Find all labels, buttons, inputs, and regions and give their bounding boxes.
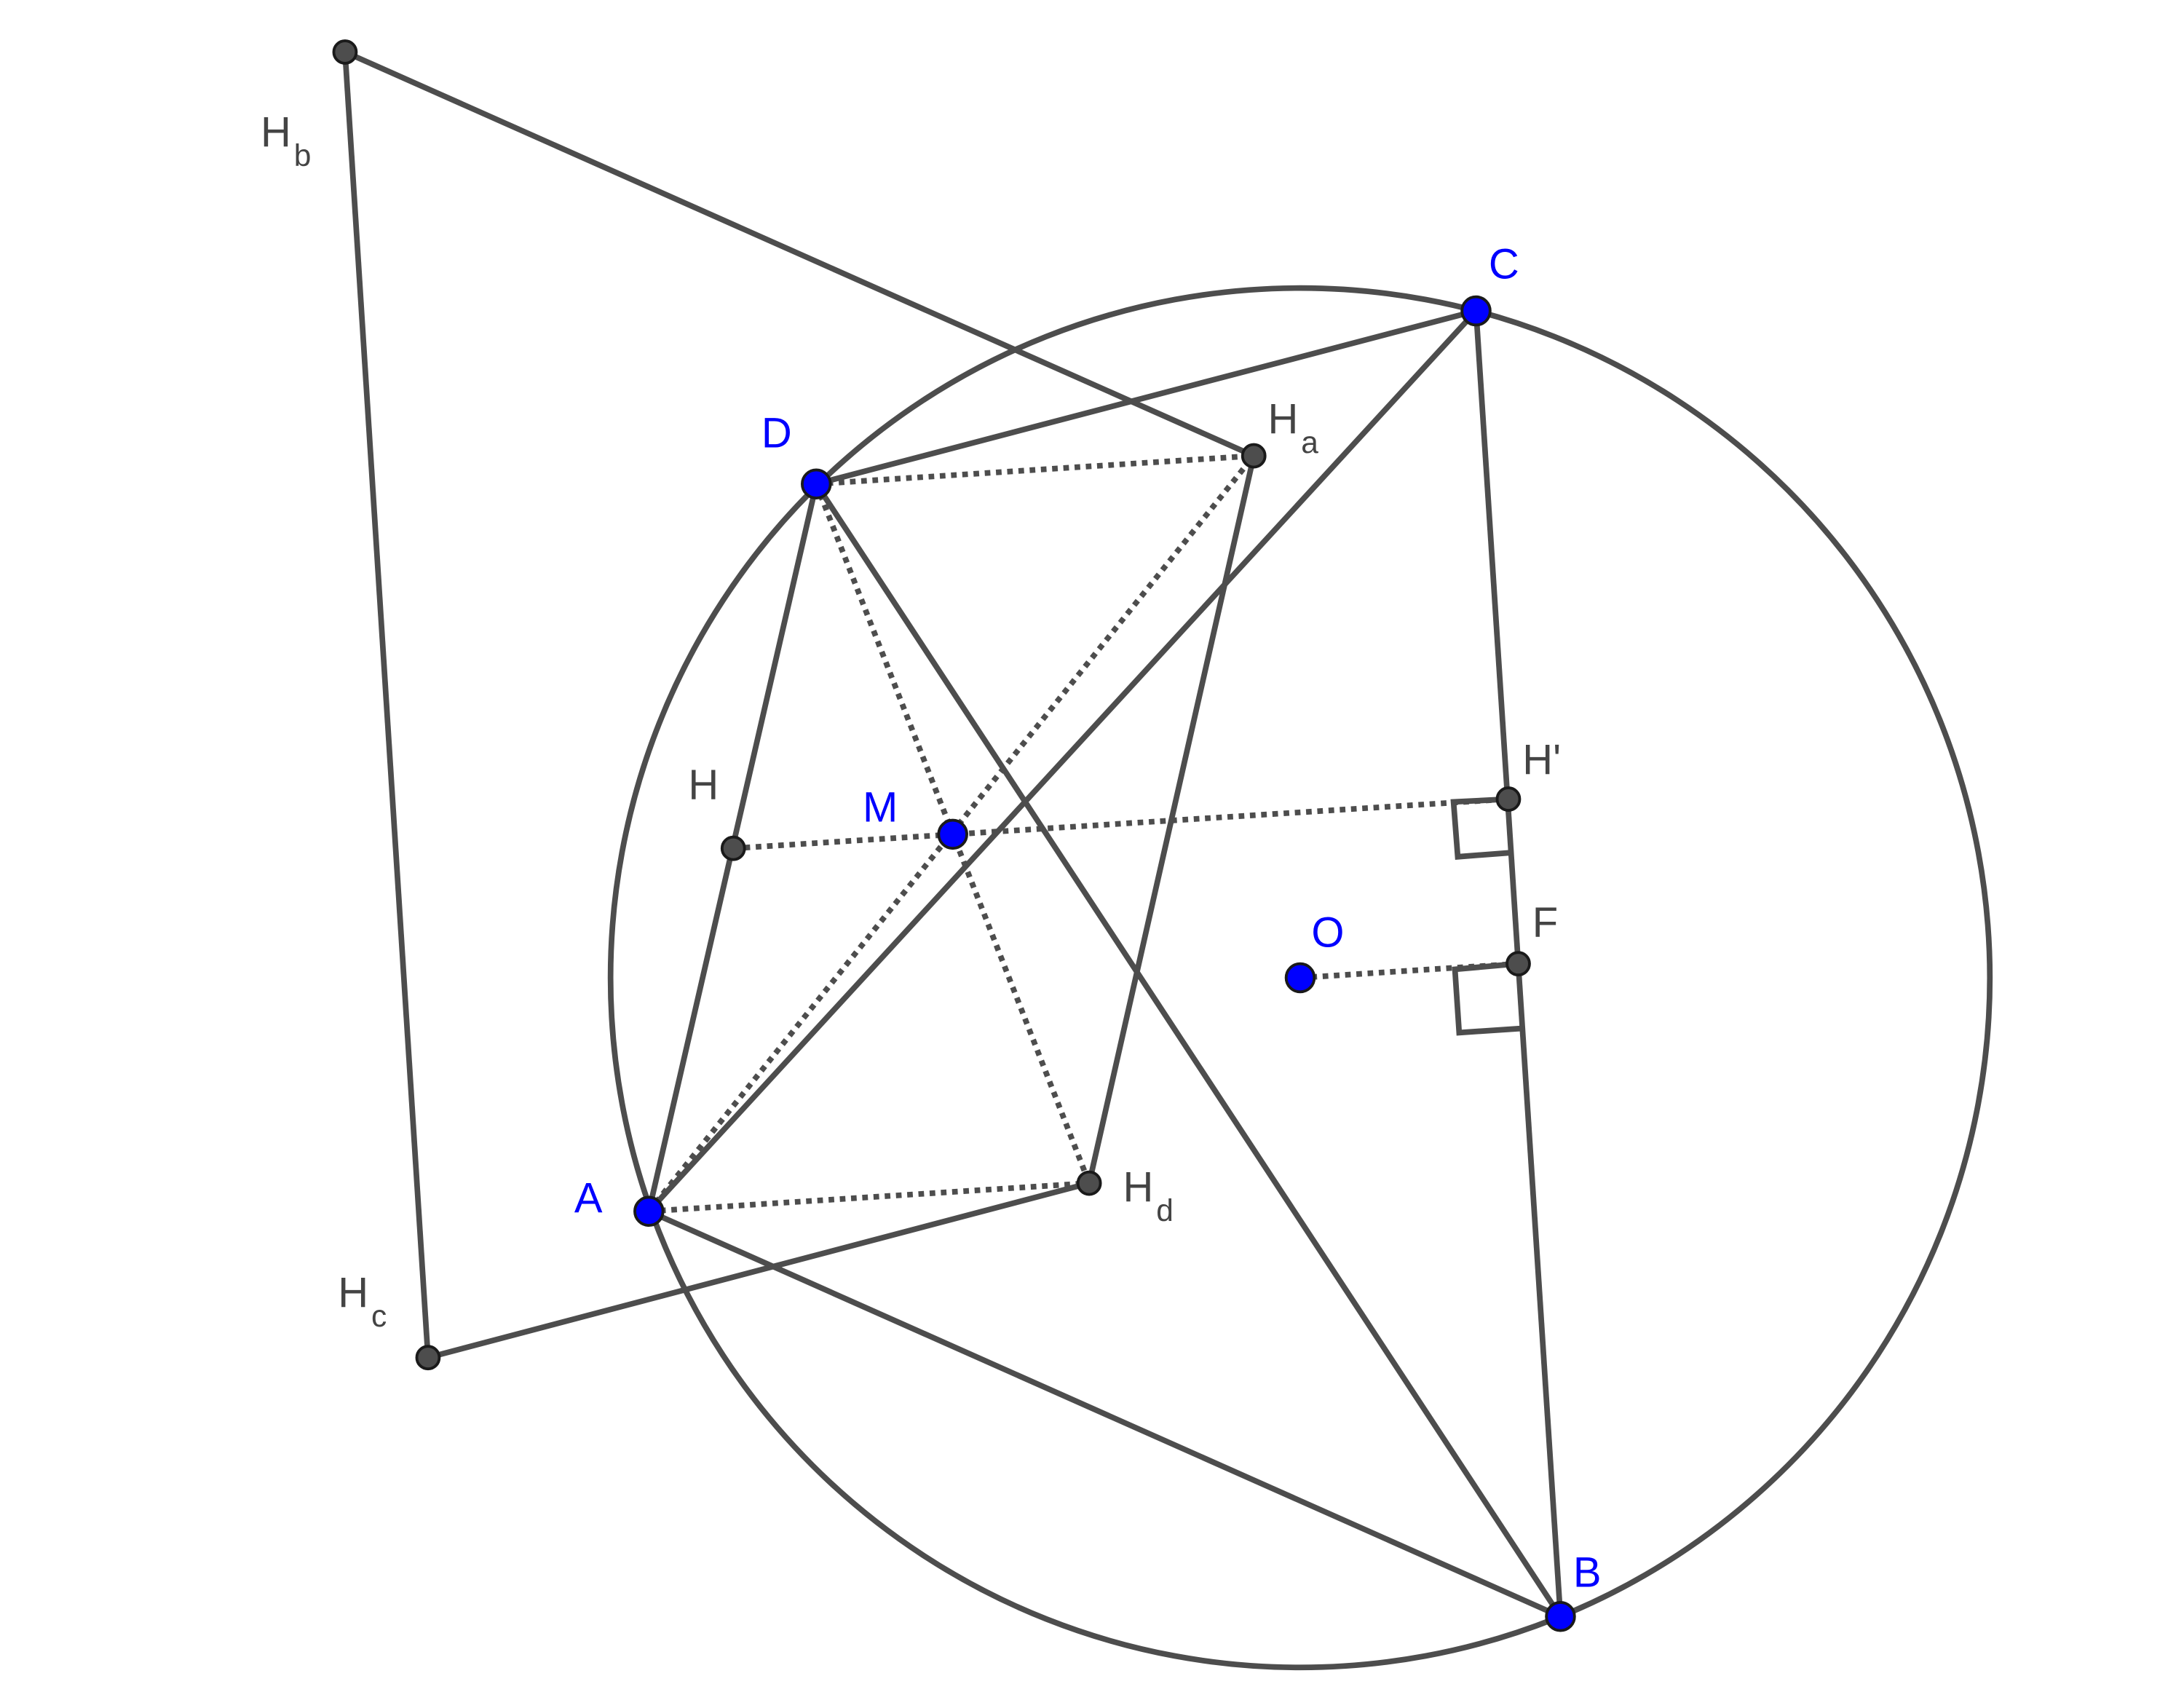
point-label-b: B	[1573, 1550, 1602, 1597]
label-main: H	[1268, 396, 1299, 443]
point-hp[interactable]	[1495, 786, 1522, 812]
point-label-o: O	[1311, 909, 1344, 956]
label-subscript: a	[1301, 426, 1318, 460]
segment-d-b	[814, 482, 1563, 1618]
point-label-ha: Ha	[1268, 396, 1319, 460]
label-subscript: b	[294, 139, 312, 173]
point-label-hc: Hc	[338, 1270, 387, 1334]
right-angle-marker-f	[1452, 960, 1523, 1036]
label-main: H	[261, 109, 291, 156]
segment-hc-hd	[427, 1180, 1091, 1361]
segment-a-b	[647, 1209, 1562, 1619]
circumcircle	[607, 285, 1993, 1671]
point-label-a: A	[574, 1176, 603, 1222]
label-main: H	[1123, 1164, 1154, 1211]
point-c[interactable]	[1460, 295, 1492, 327]
point-f[interactable]	[1506, 951, 1531, 977]
point-d[interactable]	[801, 468, 832, 499]
point-label-h: H	[688, 762, 719, 809]
label-main: O	[1311, 909, 1344, 956]
segment-hb-ha	[344, 49, 1255, 459]
dotted-segment-a-hd	[649, 1180, 1090, 1214]
point-o[interactable]	[1284, 962, 1316, 994]
point-b[interactable]	[1545, 1600, 1576, 1632]
point-label-m: M	[863, 784, 898, 831]
point-label-hd: Hd	[1123, 1164, 1174, 1228]
label-main: H	[688, 762, 719, 809]
label-subscript: d	[1156, 1194, 1174, 1228]
point-label-hb: Hb	[261, 109, 311, 173]
point-a[interactable]	[633, 1195, 665, 1227]
right-angle-marker-hprime	[1450, 796, 1514, 860]
label-main: A	[574, 1176, 603, 1222]
label-main: B	[1573, 1550, 1602, 1597]
label-main: D	[761, 410, 792, 456]
label-main: F	[1532, 900, 1558, 946]
segment-c-a	[646, 309, 1479, 1214]
label-main: H	[338, 1270, 368, 1316]
point-label-f: F	[1532, 900, 1558, 946]
label-main: H'	[1522, 737, 1561, 783]
dotted-segment-a-ha	[646, 454, 1257, 1214]
point-hb[interactable]	[332, 39, 358, 65]
dotted-segment-h-hp	[733, 796, 1509, 852]
point-hd[interactable]	[1076, 1170, 1102, 1196]
point-label-hp: H'	[1522, 737, 1561, 783]
dotted-segment-d-ha	[816, 453, 1254, 487]
label-subscript: c	[371, 1300, 387, 1334]
label-main: M	[863, 784, 898, 831]
point-m[interactable]	[937, 818, 968, 850]
segment-hb-hc	[342, 52, 431, 1358]
point-hc[interactable]	[415, 1345, 441, 1371]
label-main: C	[1489, 242, 1519, 288]
point-label-c: C	[1489, 242, 1519, 288]
point-label-d: D	[761, 410, 792, 456]
segment-d-c	[815, 308, 1477, 487]
point-h[interactable]	[720, 835, 746, 861]
point-ha[interactable]	[1241, 443, 1267, 469]
